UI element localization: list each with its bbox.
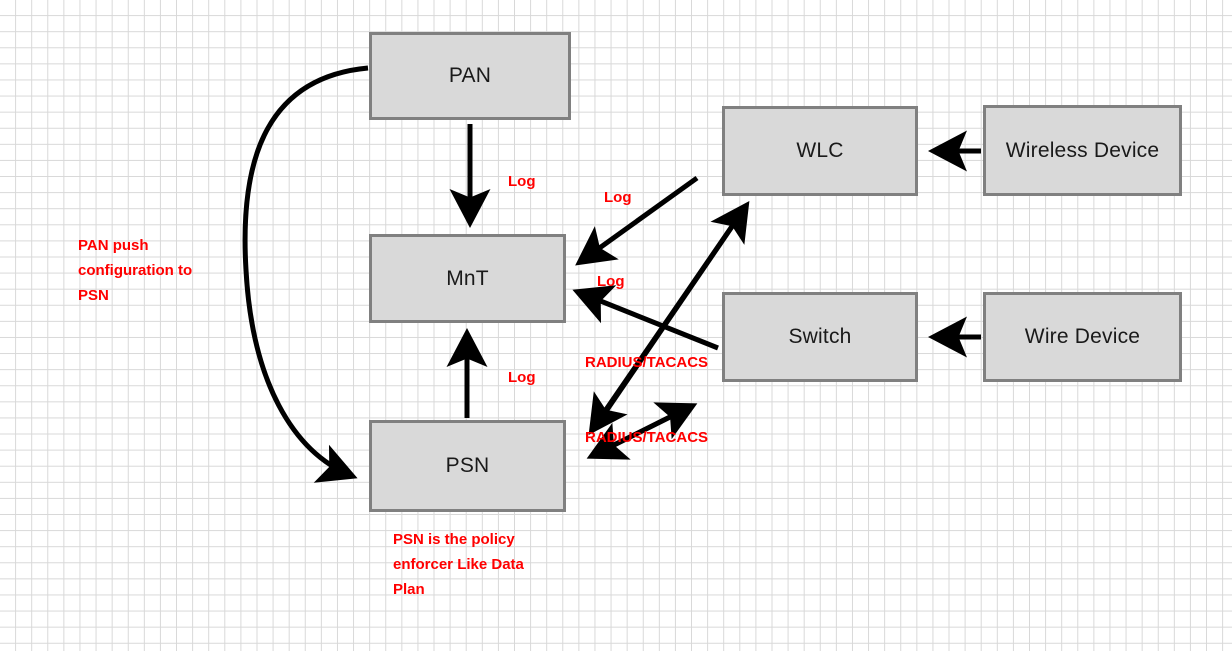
arrow-wlc-to-mnt bbox=[575, 175, 699, 266]
node-switch[interactable]: Switch bbox=[722, 292, 918, 382]
node-wlc[interactable]: WLC bbox=[722, 106, 918, 196]
node-wireless-device[interactable]: Wireless Device bbox=[983, 105, 1182, 196]
annotation-radius-tacacs-wlc: RADIUS/TACACS bbox=[585, 354, 709, 371]
annotation-log-psn-mnt: Log bbox=[508, 369, 536, 386]
node-mnt-label: MnT bbox=[446, 266, 489, 290]
node-wire-device-label: Wire Device bbox=[1024, 325, 1141, 348]
annotation-psn-note: PSN is the policy enforcer Like Data Pla… bbox=[393, 531, 524, 598]
annotation-radius-tacacs-switch: RADIUS/TACACS bbox=[585, 429, 709, 446]
annotation-log-wlc-mnt: Log bbox=[604, 189, 632, 206]
annotation-log-pan-mnt: Log bbox=[508, 173, 536, 190]
node-wire-device[interactable]: Wire Device bbox=[983, 292, 1182, 382]
node-pan[interactable]: PAN bbox=[369, 32, 571, 120]
node-psn-label: PSN bbox=[445, 454, 490, 477]
node-wireless-device-label: Wireless Device bbox=[1005, 138, 1160, 162]
node-psn[interactable]: PSN bbox=[369, 420, 566, 512]
node-mnt[interactable]: MnT bbox=[369, 234, 566, 323]
node-wlc-label: WLC bbox=[796, 139, 844, 162]
arrow-pan-to-psn-curved bbox=[242, 65, 369, 483]
arrow-switch-to-mnt bbox=[572, 285, 719, 351]
node-pan-label: PAN bbox=[448, 64, 492, 87]
node-switch-label: Switch bbox=[788, 325, 852, 348]
annotation-pan-push: PAN push configuration to PSN bbox=[78, 237, 193, 304]
annotation-log-switch-mnt: Log bbox=[597, 273, 625, 290]
